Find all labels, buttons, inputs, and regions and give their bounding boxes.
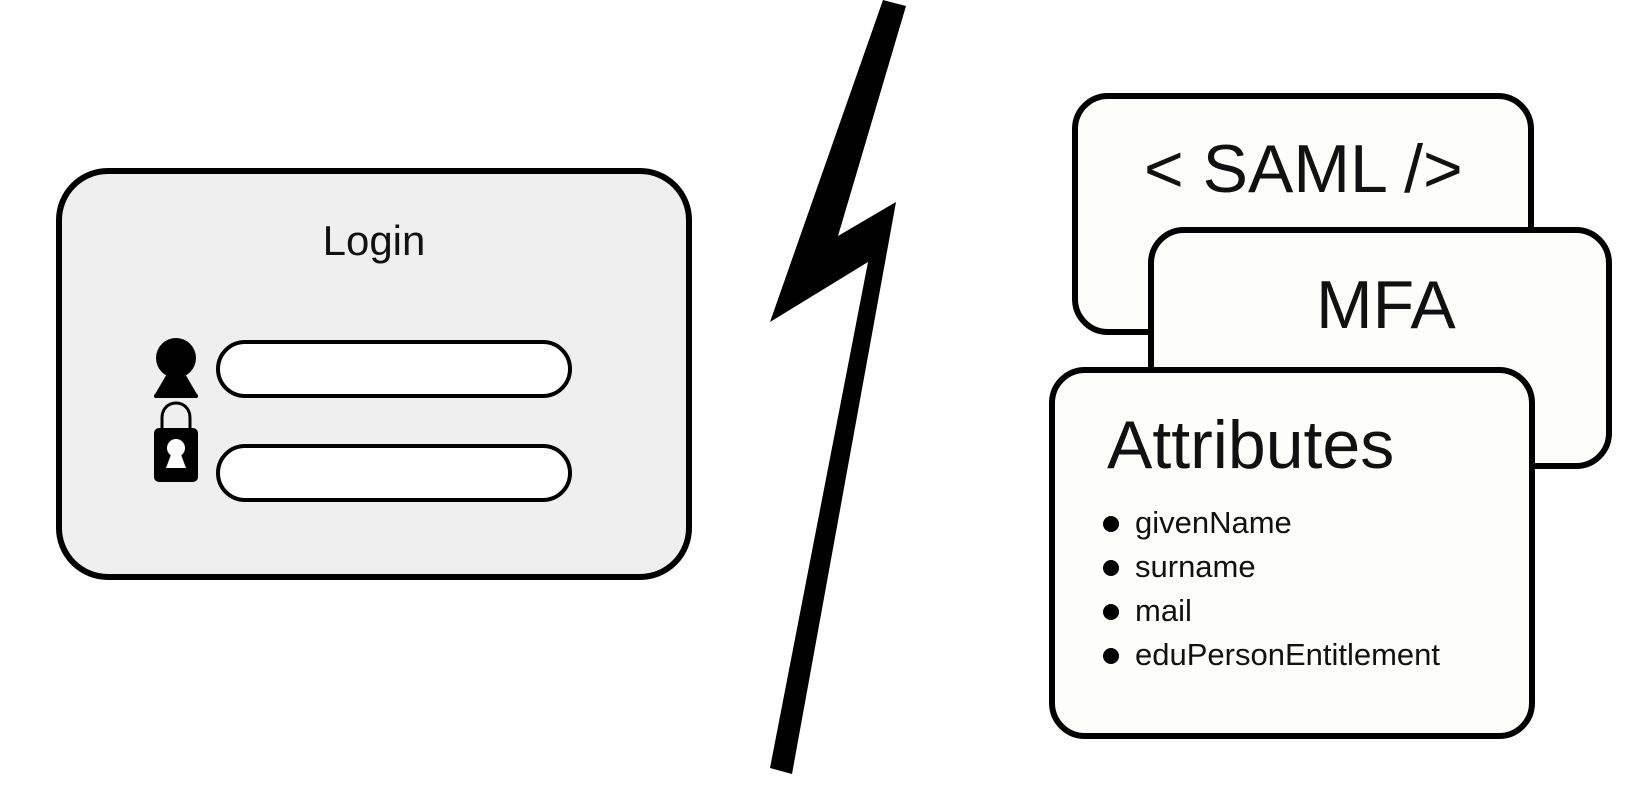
mfa-card-title: MFA	[1316, 267, 1456, 343]
login-panel: Login	[56, 168, 692, 580]
lock-icon	[154, 401, 198, 482]
attribute-item: surname	[1103, 545, 1440, 589]
saml-card-title: < SAML />	[1144, 131, 1463, 207]
attribute-label: givenName	[1135, 505, 1292, 540]
attribute-label: eduPersonEntitlement	[1135, 637, 1441, 672]
bullet-icon	[1103, 560, 1119, 576]
attributes-card-title: Attributes	[1107, 407, 1395, 483]
attribute-item: mail	[1103, 589, 1440, 633]
password-row	[152, 401, 592, 502]
attribute-label: surname	[1135, 549, 1256, 584]
attribute-item: givenName	[1103, 501, 1440, 545]
attributes-list: givenName surname mail eduPersonEntitlem…	[1103, 501, 1440, 677]
attribute-label: mail	[1135, 593, 1192, 628]
lightning-bolt-icon	[770, 0, 906, 774]
bullet-icon	[1103, 648, 1119, 664]
user-icon	[154, 338, 198, 398]
password-input[interactable]	[216, 444, 572, 502]
attribute-item: eduPersonEntitlement	[1103, 633, 1440, 677]
username-row	[152, 330, 592, 398]
username-input[interactable]	[216, 340, 572, 398]
attributes-card: Attributes givenName surname mail eduPer…	[1049, 367, 1535, 739]
login-title: Login	[322, 217, 426, 264]
bullet-icon	[1103, 604, 1119, 620]
bullet-icon	[1103, 516, 1119, 532]
